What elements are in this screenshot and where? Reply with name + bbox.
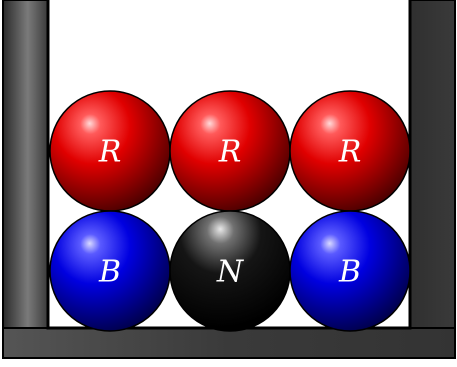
balls: R R R B N B xyxy=(49,90,411,332)
ball-red: R xyxy=(169,90,291,212)
ball-black: N xyxy=(169,210,291,332)
ball-label: R xyxy=(218,135,242,170)
ball-label: R xyxy=(338,135,362,170)
ball-label: N xyxy=(216,255,245,290)
ball-red: R xyxy=(289,90,411,212)
ball-blue: B xyxy=(49,210,171,332)
ball-label: B xyxy=(338,255,361,290)
container-right-wall xyxy=(409,0,456,359)
ball-red: R xyxy=(49,90,171,212)
container-bottom xyxy=(2,327,456,359)
ball-label: R xyxy=(98,135,122,170)
ball-label: B xyxy=(98,255,121,290)
container-left-wall xyxy=(2,0,49,359)
ball-blue-shape xyxy=(289,210,411,332)
ball-blue: B xyxy=(289,210,411,332)
